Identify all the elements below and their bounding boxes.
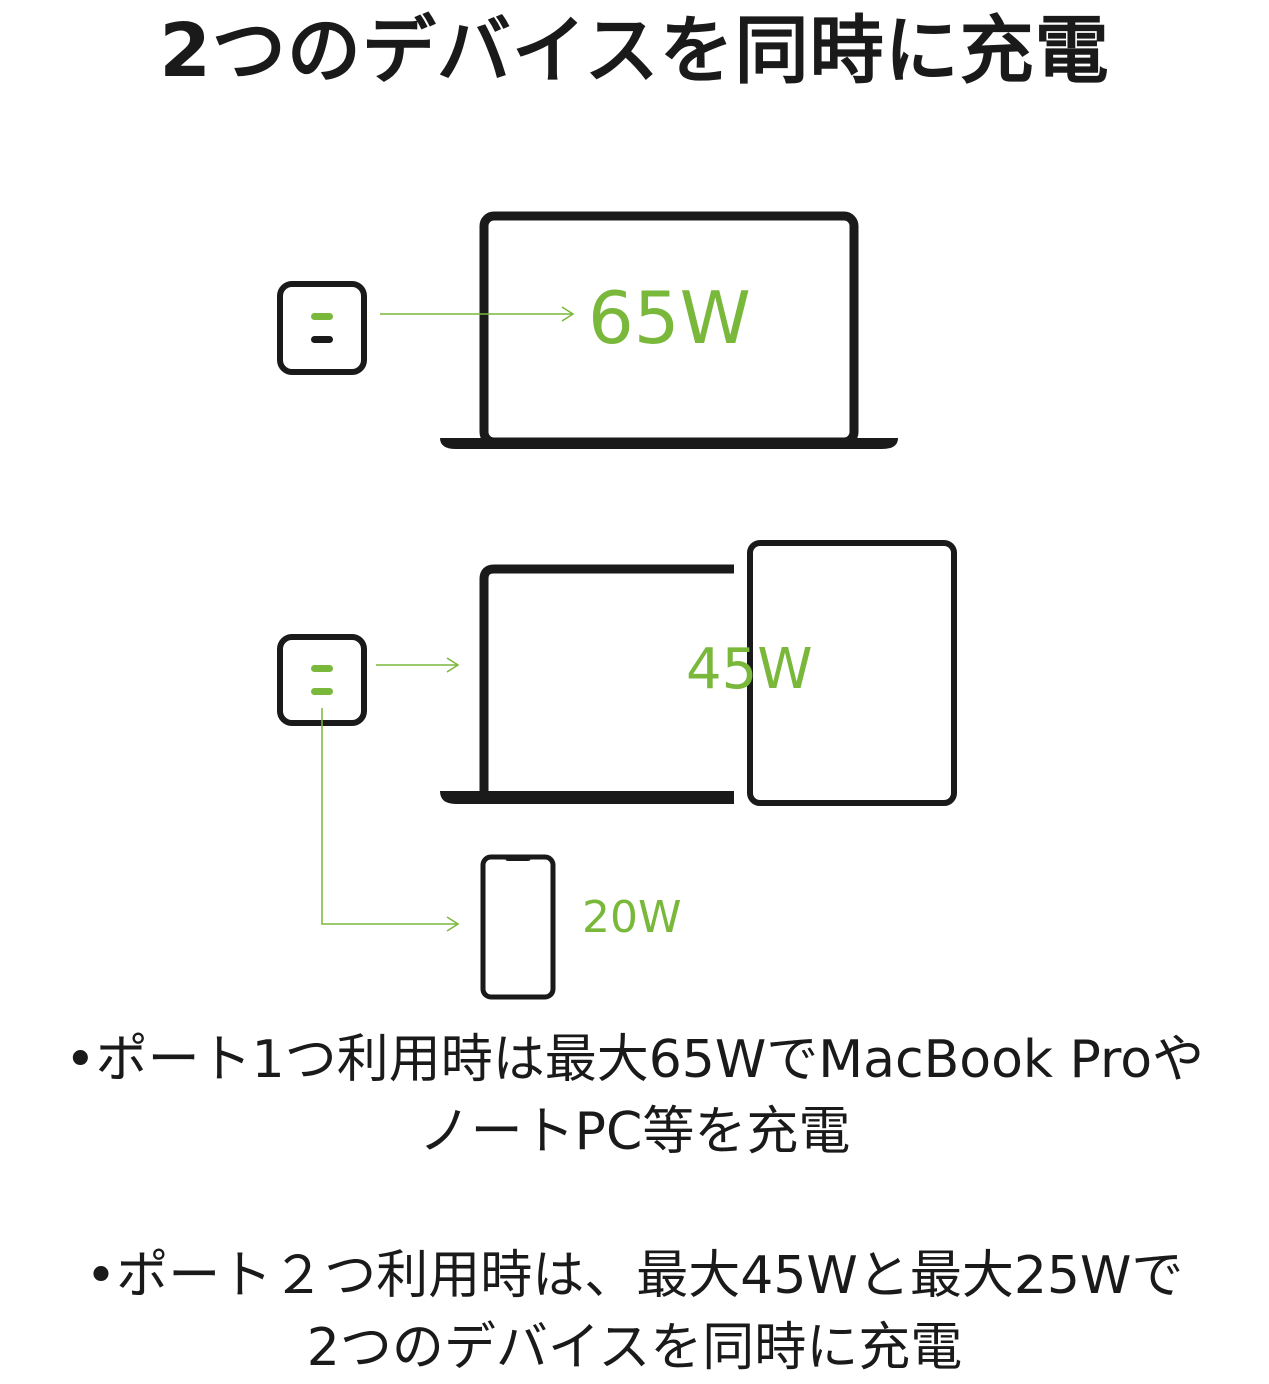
arrow-to-laptop-tablet-icon [376,657,460,673]
charging-diagram [277,211,957,1000]
phone-icon [480,854,556,1000]
wattage-label-45w: 45W [686,637,813,702]
wattage-label-20w: 20W [582,892,682,943]
charger-single-port-icon [277,281,367,375]
wattage-label-65w: 65W [588,276,751,360]
description-single-port: •ポート1つ利用時は最大65WでMacBook Proや ノートPC等を充電 [0,1024,1269,1168]
description-line: 2つのデバイスを同時に充電 [306,1318,963,1378]
tablet-icon [747,540,957,806]
description-line: •ポート1つ利用時は最大65WでMacBook Proや [64,1030,1205,1090]
arrow-to-phone-icon [321,708,460,932]
page-title: 2つのデバイスを同時に充電 [159,8,1110,94]
arrow-to-laptop-icon [380,306,575,322]
description-line: •ポート２つ利用時は、最大45Wと最大25Wで [85,1246,1184,1306]
description-line: ノートPC等を充電 [418,1102,851,1162]
laptop-icon [440,564,734,804]
description-dual-port: •ポート２つ利用時は、最大45Wと最大25Wで 2つのデバイスを同時に充電 [0,1240,1269,1384]
laptop-icon [440,211,898,449]
